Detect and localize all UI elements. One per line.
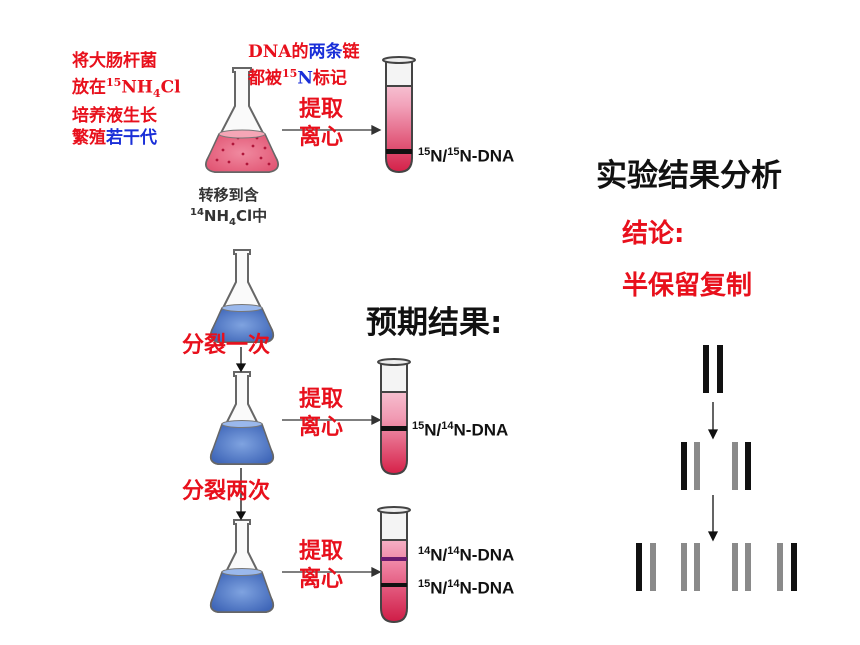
band-label: 14N/14N-DNA — [418, 545, 515, 565]
extract-text: 提取 — [299, 539, 344, 564]
test-tube-icon — [377, 506, 411, 624]
dna-note: DNA的两条链 都被15N标记 — [248, 41, 359, 90]
extract-centrifuge-label: 提取 离心 — [299, 96, 343, 152]
dna-band — [386, 149, 412, 154]
dna-strand-icon — [681, 442, 751, 490]
intro-text: 将大肠杆菌 放在15NH4Cl 培养液生长 繁殖若干代 — [72, 50, 181, 149]
test-tube-icon — [382, 56, 416, 174]
intro-line: 繁殖若干代 — [72, 128, 157, 149]
band-label: 15N/14N-DNA — [418, 578, 515, 598]
arrow-icon — [235, 347, 247, 521]
intro-line: 放在15NH4Cl — [72, 76, 181, 101]
test-tube-icon — [377, 358, 411, 476]
flask-icon — [209, 249, 275, 343]
band-label: 15N/15N-DNA — [418, 146, 515, 166]
dna-band — [381, 583, 407, 587]
centrifuge-text: 离心 — [299, 125, 344, 150]
intro-line: 将大肠杆菌 — [72, 51, 157, 71]
arrow-icon — [282, 124, 382, 578]
conclusion-text: 半保留复制 — [622, 271, 753, 301]
flask-icon — [209, 371, 275, 465]
dna-note-line: 都被15N标记 — [248, 67, 347, 89]
arrow-icon — [707, 402, 719, 542]
extract-centrifuge-label: 提取 离心 — [299, 538, 343, 594]
flask-icon — [205, 67, 279, 173]
dna-strand-icon — [636, 543, 797, 591]
division-twice-label: 分裂两次 — [182, 479, 271, 504]
centrifuge-text: 离心 — [299, 567, 344, 592]
transfer-label: 转移到含 14NH4Cl中 — [190, 186, 267, 232]
division-once-label: 分裂一次 — [182, 333, 271, 358]
extract-text: 提取 — [299, 97, 344, 122]
dna-note-line: DNA的两条链 — [248, 42, 360, 62]
conclusion-label: 结论: — [622, 219, 685, 249]
band-label: 15N/14N-DNA — [412, 420, 509, 440]
dna-strand-icon — [703, 345, 723, 393]
extract-centrifuge-label: 提取 离心 — [299, 386, 343, 442]
analysis-title: 实验结果分析 — [596, 158, 782, 194]
extract-text: 提取 — [299, 387, 344, 412]
dna-band — [381, 426, 407, 431]
flask-icon — [209, 519, 275, 613]
centrifuge-text: 离心 — [299, 415, 344, 440]
intro-line: 培养液生长 — [72, 106, 157, 127]
transfer-line: 14NH4Cl中 — [190, 207, 268, 228]
dna-band — [381, 557, 407, 561]
transfer-line: 转移到含 — [198, 186, 259, 204]
expected-result-title: 预期结果: — [366, 305, 503, 341]
